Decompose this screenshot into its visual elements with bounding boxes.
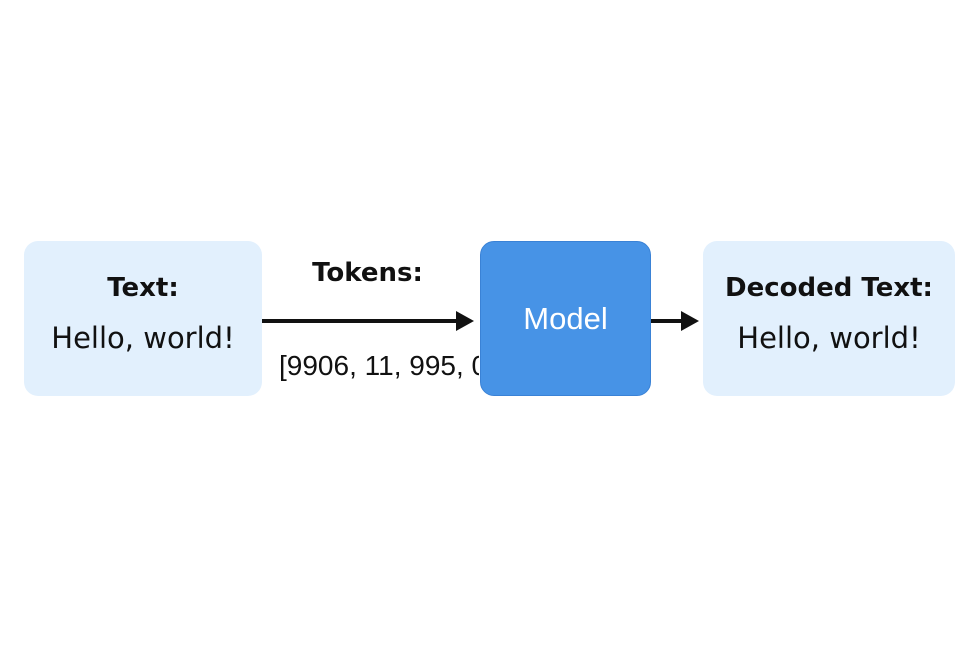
tokens-title: Tokens: <box>312 258 423 288</box>
decoded-text-value: Hello, world! <box>737 321 921 355</box>
model-box: Model <box>480 241 651 396</box>
output-arrow-head <box>681 311 699 331</box>
input-text-value: Hello, world! <box>51 321 235 355</box>
input-text-title: Text: <box>107 273 179 303</box>
input-text-box: Text: Hello, world! <box>24 241 262 396</box>
output-arrow <box>651 311 699 331</box>
tokens-value: [9906, 11, 995, 0] <box>279 350 479 381</box>
tokens-arrow <box>262 311 474 331</box>
decoded-text-box: Decoded Text: Hello, world! <box>703 241 955 396</box>
model-label: Model <box>523 300 608 336</box>
decoded-text-title: Decoded Text: <box>725 273 933 303</box>
tokens-arrow-head <box>456 311 474 331</box>
